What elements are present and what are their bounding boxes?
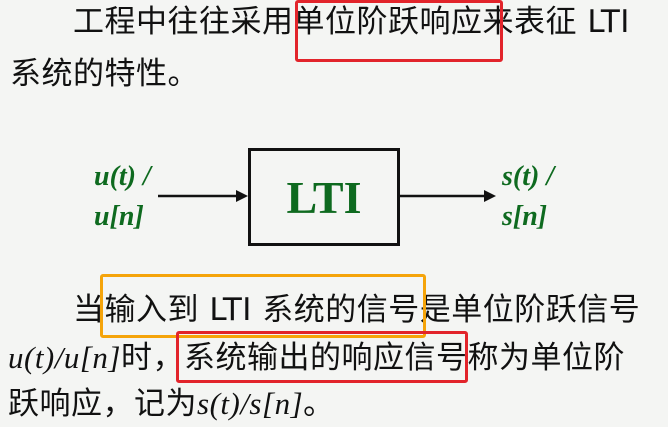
paragraph2-text-e: 跃响应，记为 <box>8 386 197 422</box>
paragraph2-highlight-text-1: 当输入到 LTI 系统的信号 <box>73 292 420 328</box>
paragraph1-highlight-text: 单位阶跃响应 <box>293 4 483 40</box>
lti-block-label: LTI <box>286 171 362 223</box>
output-label-line1: s(t) / <box>502 161 555 192</box>
red-highlight-box-top <box>295 0 503 62</box>
paragraph2-highlight-text-2: 系统输出的响应信号 <box>184 340 468 376</box>
paragraph2-math-s: s(t)/s[n] <box>197 386 304 421</box>
paragraph2-text-f: 。 <box>303 386 335 422</box>
lti-system-block: LTI <box>248 148 400 246</box>
paragraph2-line3: 跃响应，记为s(t)/s[n]。 <box>8 384 335 424</box>
input-label-line2: u[n] <box>94 201 144 232</box>
paragraph2-math-u: u(t)/u[n] <box>8 340 121 375</box>
paragraph1-line2: 系统的特性。 <box>10 54 199 94</box>
paragraph2-line2: u(t)/u[n]时，系统输出的响应信号称为单位阶 <box>8 338 625 378</box>
paragraph1-line1: 工程中往往采用单位阶跃响应来表征 LTI <box>10 2 630 42</box>
input-arrow <box>158 190 248 202</box>
input-label-line1: u(t) / <box>94 161 151 192</box>
paragraph1-text-a: 工程中往往采用 <box>73 4 294 40</box>
output-label-line2: s[n] <box>502 201 548 232</box>
orange-highlight-box <box>100 274 426 338</box>
paragraph1-line2-text: 系统的特性。 <box>10 56 199 92</box>
paragraph2-text-b: 是单位阶跃信号 <box>419 292 641 328</box>
paragraph1-text-b: 来表征 LTI <box>482 4 630 40</box>
output-arrow <box>400 190 496 202</box>
red-highlight-box-bottom <box>176 331 468 383</box>
paragraph2-line1: 当输入到 LTI 系统的信号是单位阶跃信号 <box>10 290 640 330</box>
paragraph2-text-c: 时， <box>121 340 184 376</box>
paragraph2-indent <box>10 292 73 328</box>
paragraph2-text-d: 称为单位阶 <box>467 340 625 376</box>
